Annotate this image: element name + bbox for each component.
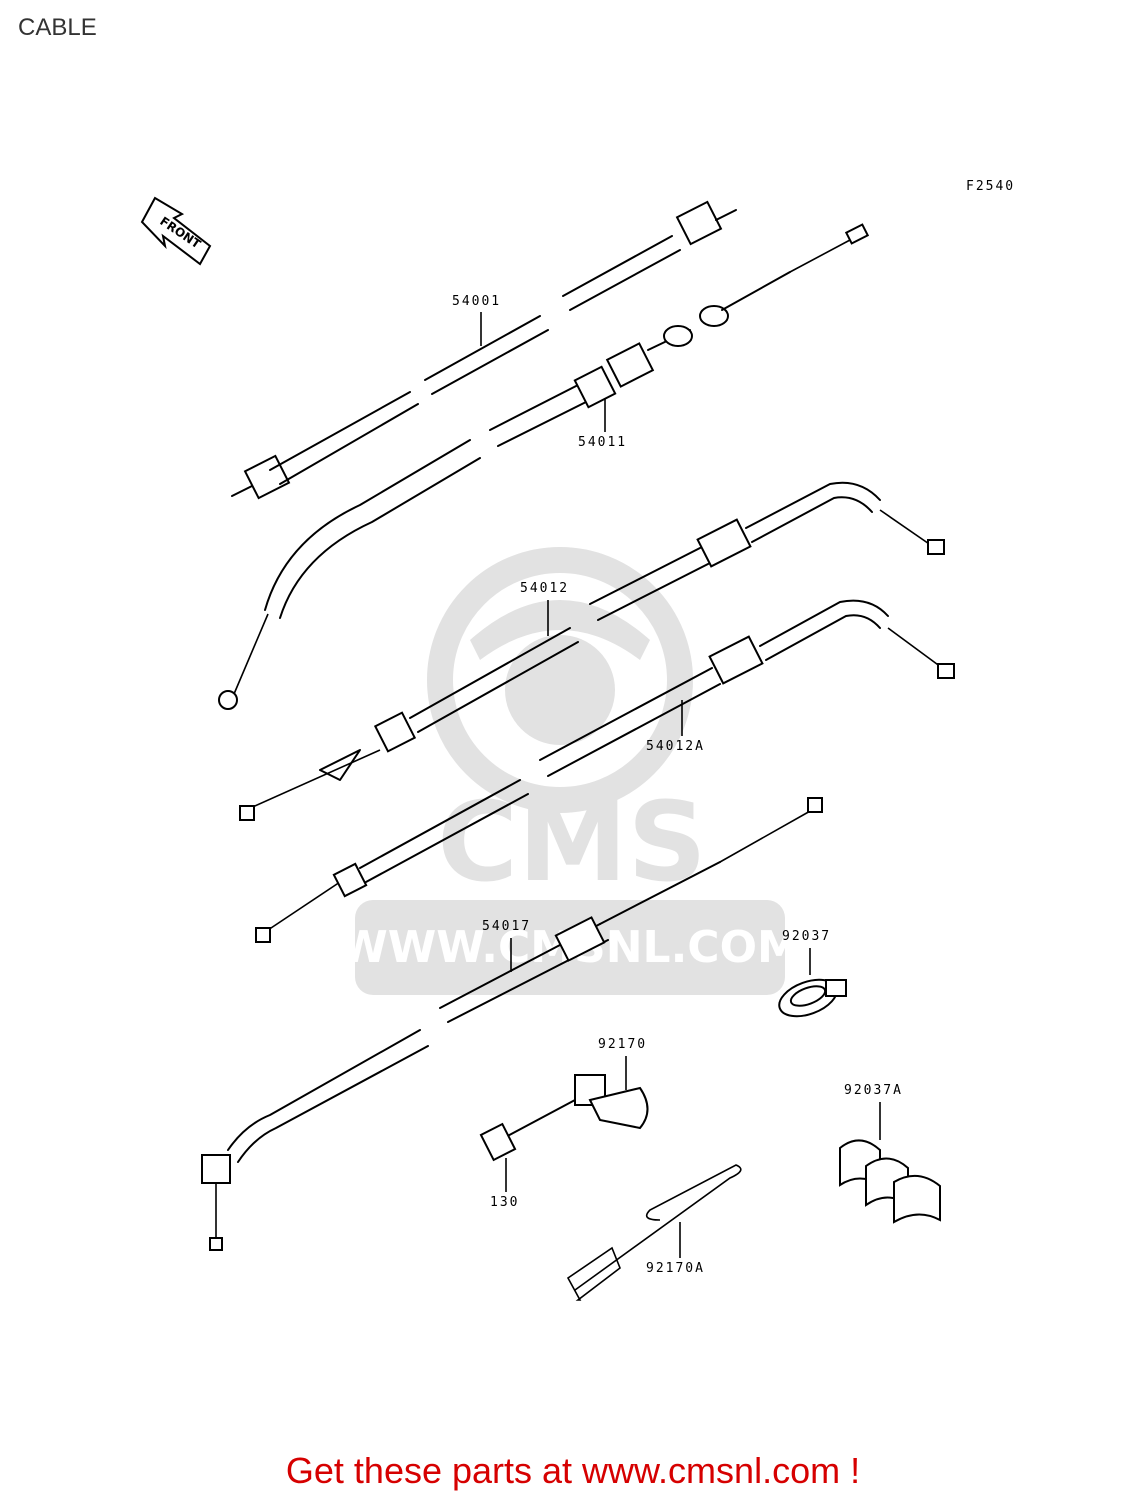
svg-text:54012: 54012 [520,581,569,596]
part-label-54017: 54017 [482,919,531,972]
svg-text:54012A: 54012A [646,739,705,754]
svg-text:92170: 92170 [598,1037,647,1052]
svg-text:130: 130 [490,1195,519,1210]
part-54012-cable [239,481,945,821]
svg-text:54001: 54001 [452,294,501,309]
get-parts-link[interactable]: Get these parts at www.cmsnl.com ! [285,1450,861,1491]
part-label-54011: 54011 [578,398,627,450]
part-label-130: 130 [490,1158,519,1210]
svg-text:92037: 92037 [782,929,831,944]
page-title: CABLE [18,14,97,41]
front-arrow-icon: FRONT [140,196,212,266]
part-130-bolt [479,1099,576,1162]
figure-code: F2540 [966,179,1015,194]
part-label-92170A: 92170A [646,1222,705,1276]
part-92170-bracket [574,1074,649,1130]
svg-text:54017: 54017 [482,919,531,934]
part-label-54012: 54012 [520,581,569,636]
part-label-92037A: 92037A [844,1083,903,1140]
part-54012A-cable [255,599,955,943]
svg-text:54011: 54011 [578,435,627,450]
part-92037-clamp [778,978,847,1018]
svg-text:92037A: 92037A [844,1083,903,1098]
part-label-92170: 92170 [598,1037,647,1090]
watermark-cms: CMS [437,778,706,906]
part-54017-cable [201,797,823,1251]
part-92170A-clip [566,1164,742,1301]
part-92037A-clamp [839,1139,941,1224]
part-54011-cable [218,223,870,710]
part-label-54012A: 54012A [646,700,705,754]
part-label-92037: 92037 [782,929,831,975]
part-54001-cable [231,200,737,500]
svg-text:92170A: 92170A [646,1261,705,1276]
part-label-54001: 54001 [452,294,501,346]
